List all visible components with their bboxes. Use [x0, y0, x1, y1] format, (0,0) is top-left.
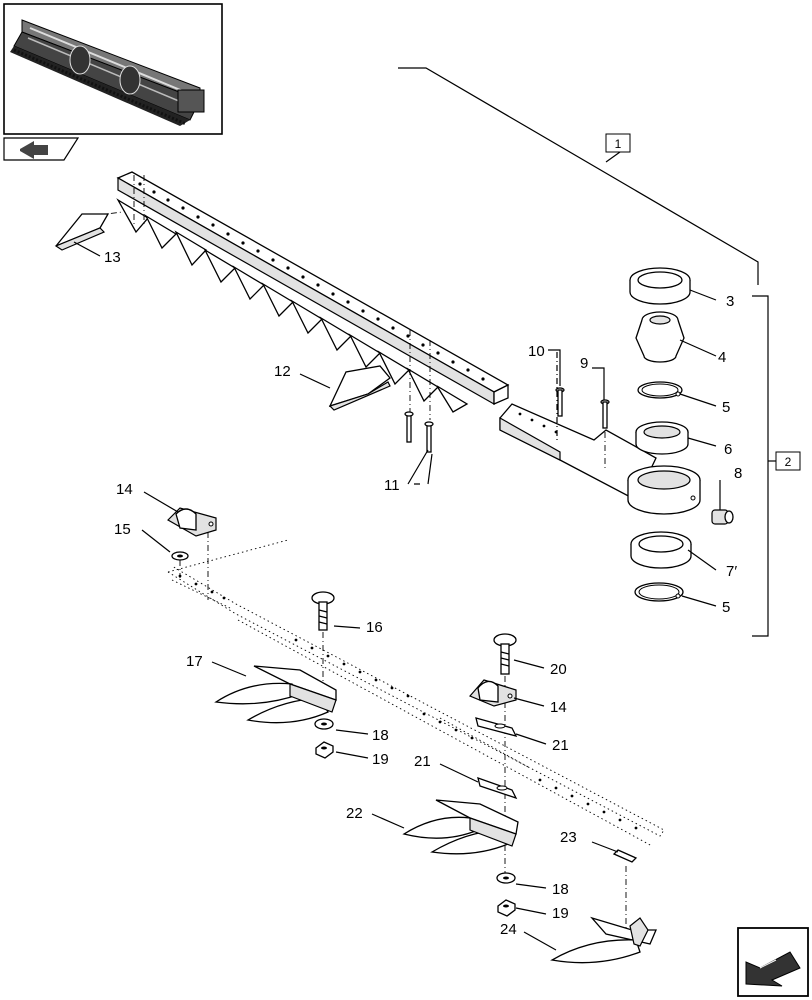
callout-10: 10	[528, 343, 545, 360]
part-housing	[627, 465, 701, 515]
knife-head-arm	[499, 403, 657, 501]
part-17-guard-double	[214, 665, 337, 724]
callout-17: 17	[186, 653, 203, 670]
part-21-shim-upper	[475, 717, 518, 737]
callout-8: 8	[734, 465, 742, 482]
part-7-seal-ring	[630, 531, 692, 569]
callout-3: 3	[726, 293, 734, 310]
callout-18-left: 18	[372, 727, 389, 744]
callout-23: 23	[560, 829, 577, 846]
callout-14-left: 14	[116, 481, 133, 498]
callout-24: 24	[500, 921, 517, 938]
part-22-guard-double	[402, 799, 519, 855]
callout-2-box: 2	[775, 451, 801, 471]
callout-12: 12	[274, 363, 291, 380]
part-16-carriage-bolt	[311, 591, 335, 710]
part-20-carriage-bolt	[493, 633, 517, 880]
callout-4: 4	[718, 349, 726, 366]
leader-lines	[73, 241, 721, 951]
callout-5-upper: 5	[722, 399, 730, 416]
group-brackets	[398, 67, 776, 637]
knife-bar	[116, 171, 510, 406]
callout-14-right: 14	[550, 699, 567, 716]
part-11-rivets	[404, 411, 434, 453]
part-9-10-bolts	[555, 352, 610, 470]
callout-1-box: 1	[605, 133, 631, 153]
part-4-bushing	[635, 311, 685, 363]
callout-6: 6	[724, 441, 732, 458]
callout-16: 16	[366, 619, 383, 636]
callout-1: 1	[615, 137, 622, 151]
part-14-hold-down-clip-left	[167, 507, 217, 600]
callout-5-lower: 5	[722, 599, 730, 616]
knife-rivet-holes	[138, 182, 485, 381]
callout-7: 7′	[726, 563, 737, 580]
part-3-seal-ring	[629, 267, 691, 305]
callout-21-left: 21	[414, 753, 431, 770]
part-8-grease-fitting	[711, 484, 734, 525]
callout-21-right: 21	[552, 737, 569, 754]
part-19-nut-left	[315, 741, 334, 759]
callout-22: 22	[346, 805, 363, 822]
callout-19-left: 19	[372, 751, 389, 768]
callout-20: 20	[550, 661, 567, 678]
part-5-snap-ring-lower	[634, 582, 684, 602]
callout-2: 2	[785, 455, 792, 469]
part-19-nut-right	[497, 899, 516, 917]
part-14-hold-down-clip-right	[468, 679, 517, 707]
part-21-shim-lower	[477, 776, 518, 800]
callout-13: 13	[104, 249, 121, 266]
callout-11: 11	[384, 477, 400, 494]
part-12-knife-section	[328, 365, 391, 411]
part-24-end-guard	[550, 916, 657, 964]
callout-19-right: 19	[552, 905, 569, 922]
previous-page-arrow-icon[interactable]	[3, 137, 80, 161]
knife-sections	[116, 198, 469, 413]
part-13-knife-section	[54, 213, 110, 251]
part-18-washer-right	[496, 872, 516, 884]
part-15-washer	[171, 551, 189, 578]
part-6-bearing	[635, 421, 689, 455]
callout-15: 15	[114, 521, 131, 538]
callout-9: 9	[580, 355, 588, 372]
part-18-washer-left	[314, 718, 334, 730]
combine-header-thumbnail-icon	[10, 19, 205, 126]
callout-18-right: 18	[552, 881, 569, 898]
part-5-snap-ring-upper	[637, 381, 683, 399]
next-page-arrow-icon[interactable]	[737, 927, 809, 997]
header-thumbnail[interactable]	[3, 3, 223, 135]
